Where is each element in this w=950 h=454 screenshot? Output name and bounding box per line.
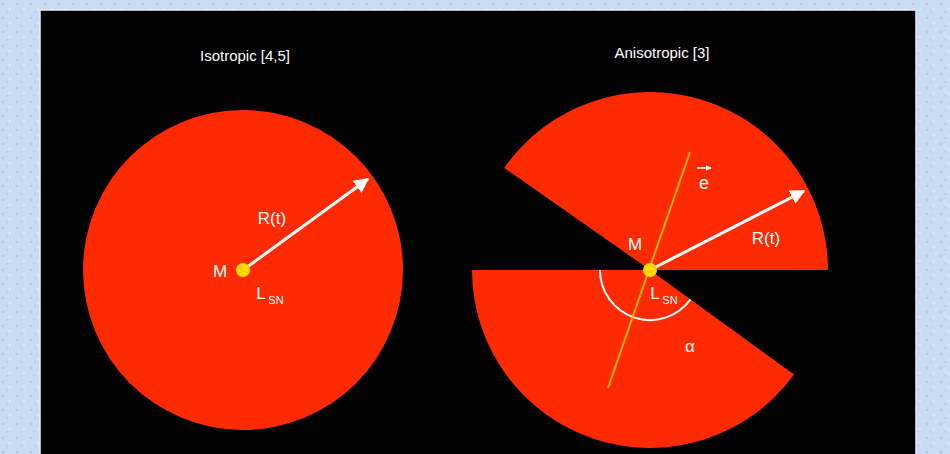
luminosity-label: L — [650, 285, 659, 302]
luminosity-subscript: SN — [662, 295, 677, 306]
luminosity-label: L — [256, 285, 265, 302]
angle-label: α — [685, 338, 695, 355]
radius-label: R(t) — [258, 210, 286, 227]
shell-disk — [83, 110, 403, 430]
radius-arrow — [243, 179, 368, 270]
luminosity-subscript: SN — [268, 295, 283, 306]
axis-line — [608, 152, 690, 388]
mass-label: M — [213, 263, 227, 280]
upper-sector — [504, 92, 828, 270]
radius-label: R(t) — [752, 230, 780, 247]
panel-title: Isotropic [4,5] — [200, 48, 290, 63]
panel-title: Anisotropic [3] — [614, 45, 709, 60]
radius-arrow — [650, 191, 804, 270]
source-dot — [643, 263, 657, 277]
black-panel — [40, 10, 916, 454]
lower-sector — [472, 270, 794, 448]
source-dot — [236, 263, 250, 277]
mass-label: M — [628, 236, 642, 253]
angle-arc — [600, 270, 691, 320]
direction-label: e — [699, 174, 709, 192]
vector-arrow — [697, 167, 711, 169]
